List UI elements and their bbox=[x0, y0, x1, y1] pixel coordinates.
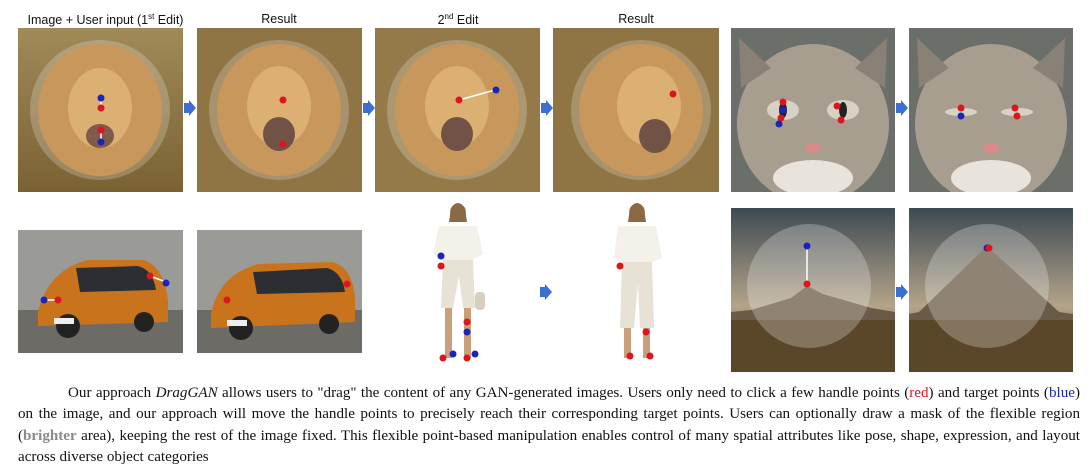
handle-point bbox=[97, 126, 105, 134]
cat-result-image bbox=[909, 28, 1073, 192]
target-point bbox=[449, 350, 457, 358]
caption-text: allows users to "drag" the content of an… bbox=[217, 385, 910, 401]
person-input-image bbox=[413, 200, 503, 370]
label-second-edit: 2nd Edit bbox=[375, 12, 541, 27]
mask-region bbox=[387, 40, 527, 180]
cat-input-image bbox=[731, 28, 895, 192]
handle-point bbox=[279, 96, 287, 104]
lion-result-2-image bbox=[553, 28, 719, 192]
mask-color-word: brighter bbox=[23, 427, 77, 444]
handle-point bbox=[646, 352, 654, 360]
caption-text: ) and target points ( bbox=[928, 385, 1049, 401]
label-first-edit-sup: st bbox=[148, 12, 155, 21]
target-point bbox=[162, 279, 170, 287]
mask-region bbox=[571, 40, 711, 180]
label-first-edit-suffix: Edit) bbox=[154, 13, 184, 28]
handle-point bbox=[669, 90, 677, 98]
target-point bbox=[97, 138, 105, 146]
lion-result-1-image bbox=[197, 28, 362, 192]
lion-second-edit-image bbox=[375, 28, 540, 192]
label-first-edit-text: Image + User input (1 bbox=[27, 13, 149, 28]
target-point bbox=[97, 94, 105, 102]
handle-point bbox=[463, 354, 471, 362]
target-point bbox=[463, 328, 471, 336]
mountain-result-image bbox=[909, 208, 1073, 372]
handle-point bbox=[279, 140, 287, 148]
label-second-edit-sup: nd bbox=[444, 12, 454, 21]
handle-point bbox=[985, 244, 993, 252]
person-result-image bbox=[592, 200, 682, 370]
label-second-edit-suffix: Edit bbox=[453, 13, 479, 28]
target-point bbox=[957, 112, 965, 120]
handle-point bbox=[957, 104, 965, 112]
figure-caption: Our approach DragGAN allows users to "dr… bbox=[18, 383, 1080, 468]
right-arrow-icon bbox=[363, 100, 375, 116]
label-result-2: Result bbox=[618, 12, 654, 26]
right-arrow-icon bbox=[184, 100, 196, 116]
handle-point bbox=[97, 104, 105, 112]
target-point bbox=[492, 86, 500, 94]
car-result-image bbox=[197, 230, 362, 353]
target-point bbox=[775, 120, 783, 128]
method-name: DragGAN bbox=[155, 385, 218, 401]
caption-paragraph: Our approach DragGAN allows users to "dr… bbox=[18, 383, 1080, 468]
handle-point bbox=[463, 318, 471, 326]
handle-point bbox=[803, 280, 811, 288]
target-point bbox=[471, 350, 479, 358]
lion-input-image bbox=[18, 28, 183, 192]
target-point bbox=[803, 242, 811, 250]
handle-point bbox=[626, 352, 634, 360]
caption-text: Our approach bbox=[68, 385, 156, 401]
right-arrow-icon bbox=[540, 284, 552, 300]
mask-region bbox=[925, 224, 1049, 348]
handle-point bbox=[779, 98, 787, 106]
right-arrow-icon bbox=[896, 284, 908, 300]
target-point bbox=[779, 106, 787, 114]
handle-point bbox=[833, 102, 841, 110]
handle-point bbox=[1013, 112, 1021, 120]
label-first-edit: Image + User input (1st Edit) bbox=[18, 12, 193, 27]
handle-point bbox=[146, 272, 154, 280]
label-result-1: Result bbox=[261, 12, 297, 26]
right-arrow-icon bbox=[896, 100, 908, 116]
label-second-edit-num: 2 bbox=[437, 13, 445, 28]
handle-point bbox=[1011, 104, 1019, 112]
caption-text: area), keeping the rest of the image fix… bbox=[18, 427, 1080, 465]
mask-region bbox=[209, 40, 349, 180]
handle-point bbox=[616, 262, 624, 270]
handle-point bbox=[343, 280, 351, 288]
handle-point bbox=[437, 262, 445, 270]
handle-point bbox=[54, 296, 62, 304]
target-point bbox=[40, 296, 48, 304]
handle-point bbox=[455, 96, 463, 104]
handle-color-word: red bbox=[909, 385, 929, 401]
handle-point bbox=[439, 354, 447, 362]
handle-point bbox=[777, 114, 785, 122]
car-input-image bbox=[18, 230, 183, 353]
handle-point bbox=[642, 328, 650, 336]
target-point bbox=[437, 252, 445, 260]
mountain-input-image bbox=[731, 208, 895, 372]
caption-text: ) on the image, and our approach will mo… bbox=[18, 385, 1080, 444]
right-arrow-icon bbox=[541, 100, 553, 116]
handle-point bbox=[223, 296, 231, 304]
handle-point bbox=[837, 116, 845, 124]
target-color-word: blue bbox=[1048, 385, 1075, 401]
